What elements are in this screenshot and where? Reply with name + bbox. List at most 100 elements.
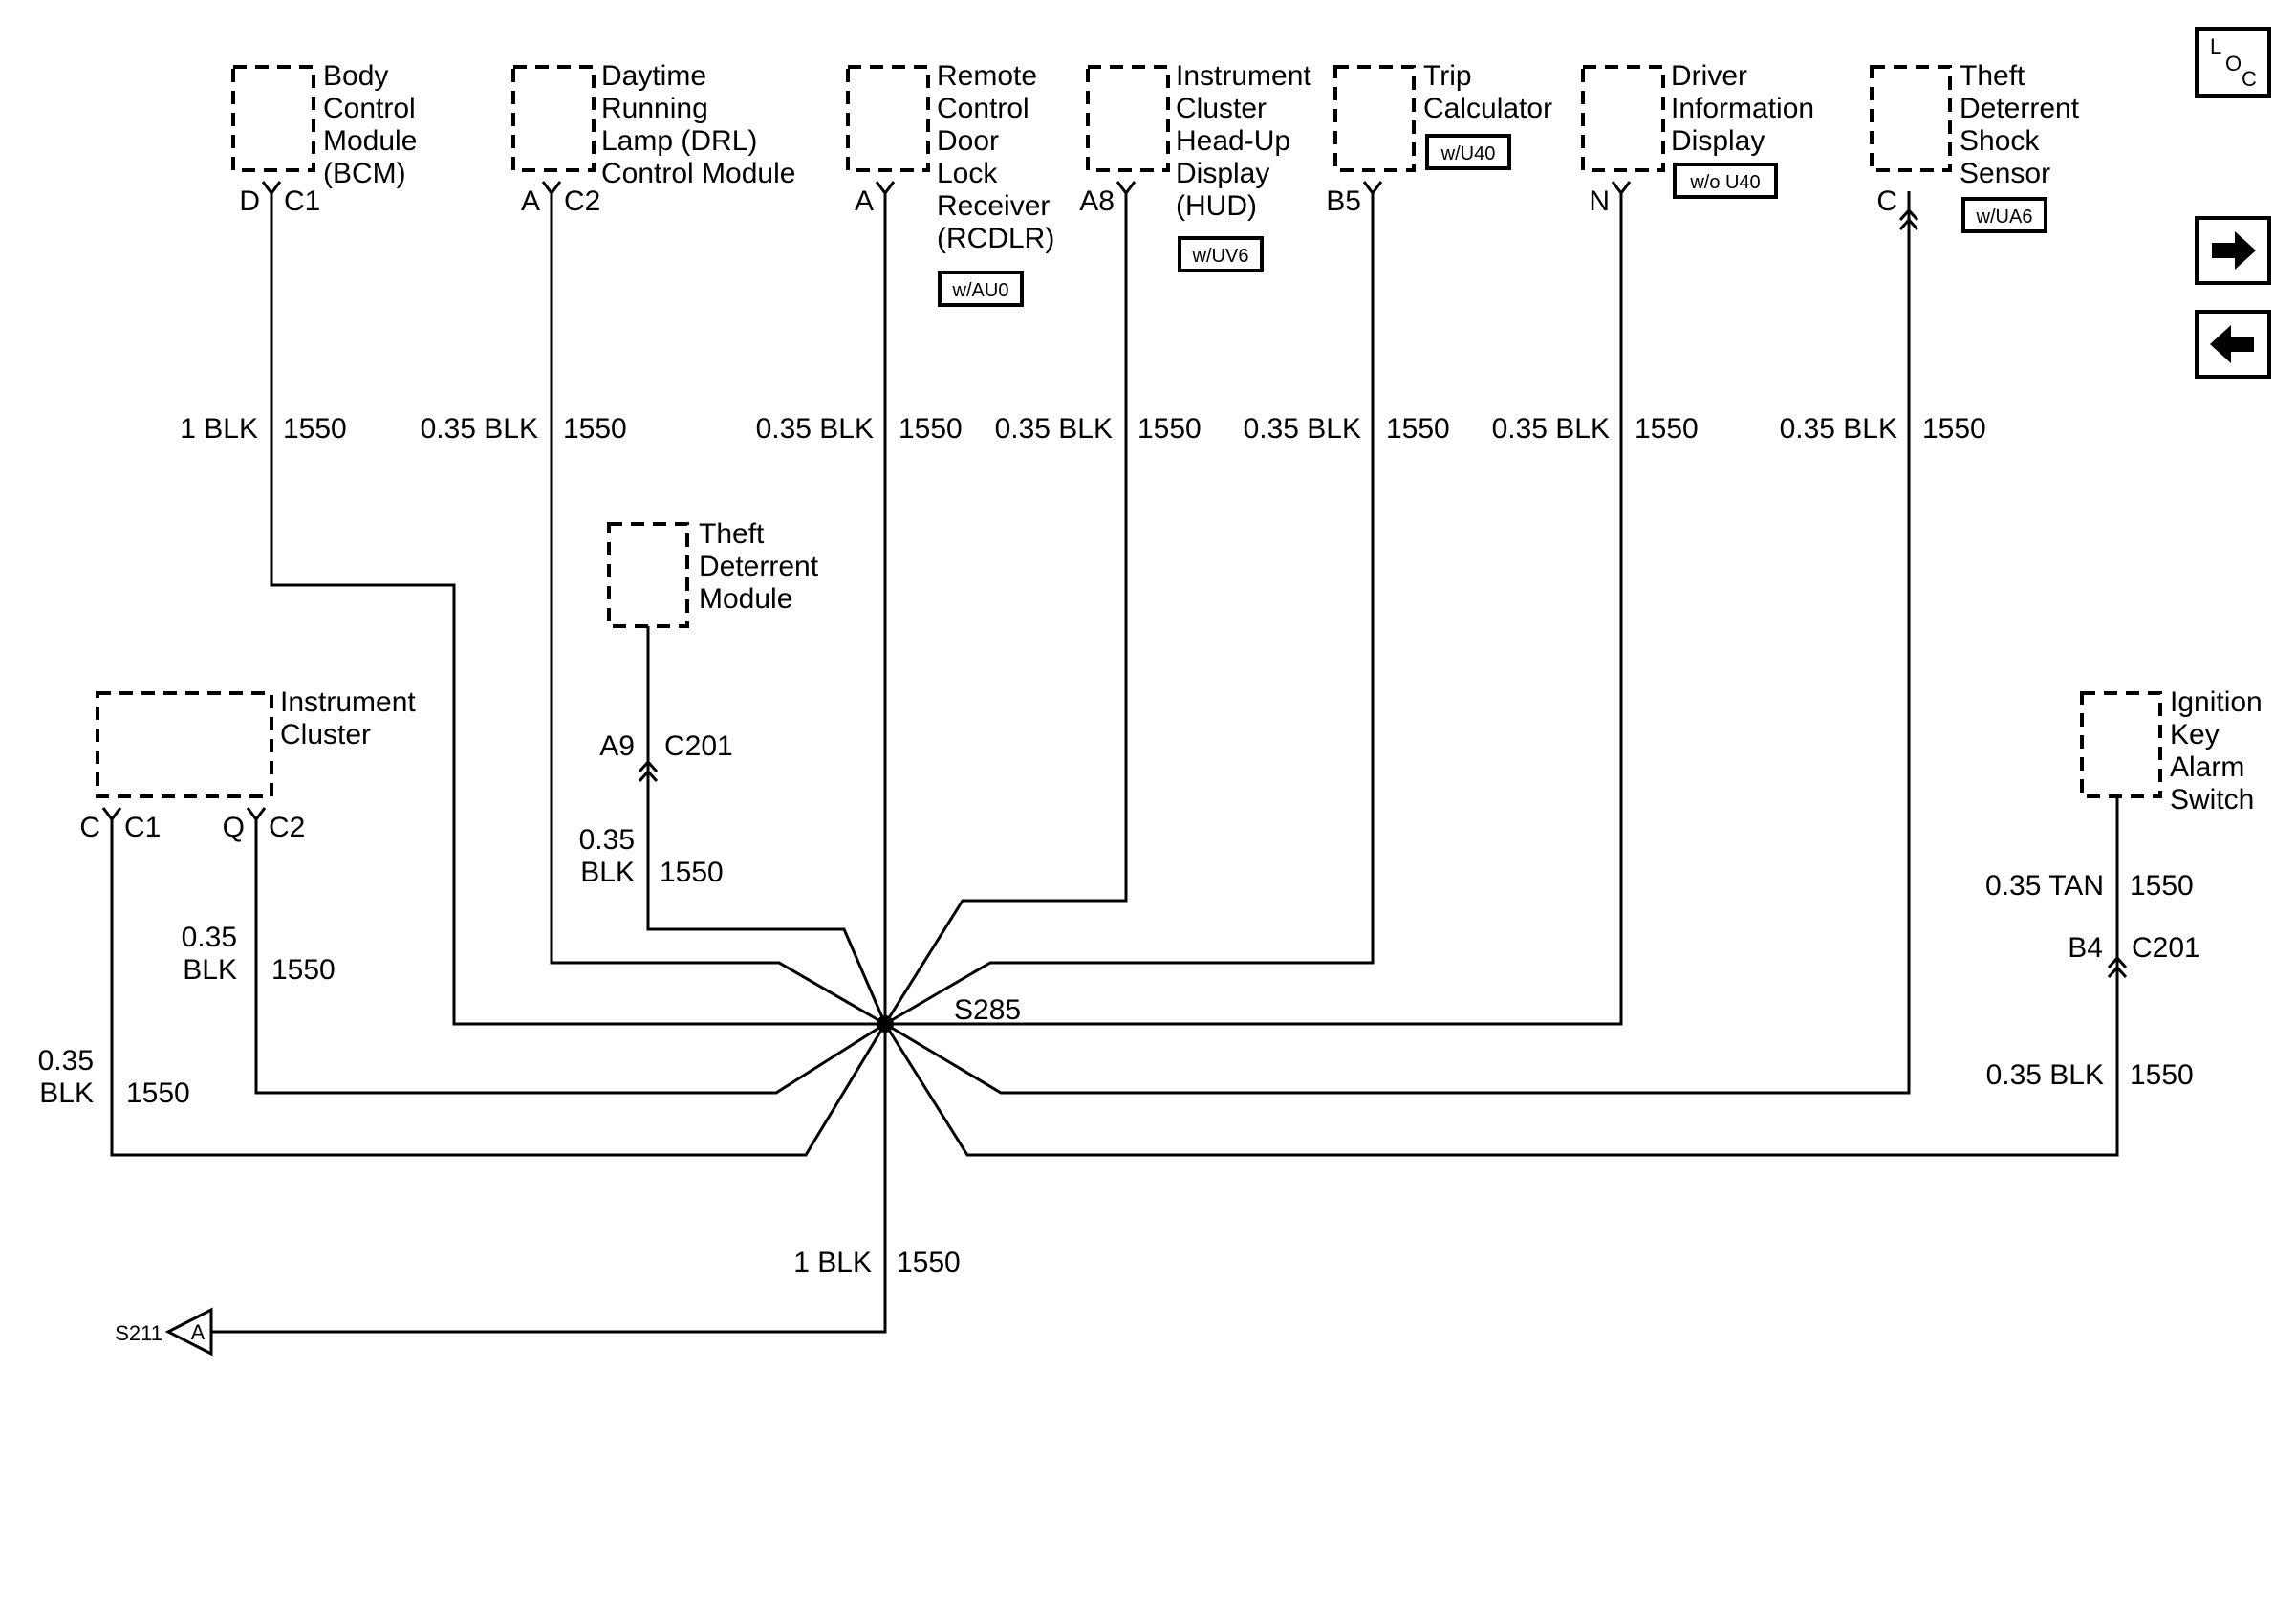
pin-symbol-hud bbox=[1116, 181, 1137, 196]
box-ignition bbox=[2080, 691, 2162, 798]
wire-drl bbox=[550, 191, 886, 1026]
pin-labels: D C1 A C2 A A8 B5 N C A9 C201 C C1 Q C2 … bbox=[79, 185, 2199, 964]
box-hud bbox=[1086, 65, 1170, 172]
wire-rcdlr-ground bbox=[205, 191, 887, 1334]
arrow-right-icon bbox=[2212, 231, 2256, 270]
arrow-left-icon bbox=[2210, 325, 2254, 363]
conn-ic-c2: C2 bbox=[269, 812, 305, 843]
label-tdm: Theft Deterrent Module bbox=[699, 518, 826, 615]
wire-circuit-tdm: 1550 bbox=[660, 857, 724, 888]
wire-color-ic-c1: BLK bbox=[39, 1077, 94, 1109]
label-rcdlr: Remote Control Door Lock Receiver (RCDLR… bbox=[937, 60, 1058, 254]
wire-circuit-dic: 1550 bbox=[1635, 413, 1699, 445]
wire-color-drl: 0.35 BLK bbox=[421, 413, 538, 445]
wire-circuit-ground: 1550 bbox=[897, 1247, 961, 1278]
loc-letter-l: L bbox=[2210, 34, 2221, 58]
wire-shock bbox=[884, 191, 1911, 1095]
loc-letter-c: C bbox=[2242, 67, 2257, 91]
wire-gauge-ic-c2: 0.35 bbox=[182, 922, 237, 953]
option-rcdlr: w/AU0 bbox=[952, 280, 1009, 301]
ground-ref-letter: A bbox=[191, 1320, 206, 1344]
wire-color-ic-c2: BLK bbox=[183, 954, 237, 986]
wire-hud bbox=[883, 191, 1128, 1025]
wire-color-shock: 0.35 BLK bbox=[1780, 413, 1897, 445]
label-ignition: Ignition Key Alarm Switch bbox=[2170, 686, 2270, 816]
component-boxes bbox=[96, 65, 2162, 798]
loc-button[interactable]: L O C bbox=[2195, 27, 2271, 98]
wire-trip bbox=[884, 191, 1375, 1026]
pin-symbol-shock bbox=[1898, 207, 1919, 231]
pin-symbol-ic-c1 bbox=[101, 807, 122, 822]
wire-tdm bbox=[646, 626, 887, 1025]
wire-color-rcdlr: 0.35 BLK bbox=[756, 413, 874, 445]
wire-circuit-trip: 1550 bbox=[1386, 413, 1450, 445]
ground-ref-splice: S211 bbox=[115, 1321, 162, 1345]
pin-ic-c2: Q bbox=[223, 812, 245, 843]
label-bcm: Body Control Module (BCM) bbox=[323, 60, 425, 189]
conn-ignition: C201 bbox=[2132, 932, 2200, 964]
wire-color-hud: 0.35 BLK bbox=[995, 413, 1113, 445]
wire-circuit-shock: 1550 bbox=[1922, 413, 1986, 445]
wire-dic bbox=[885, 191, 1623, 1026]
component-labels: Body Control Module (BCM) Daytime Runnin… bbox=[280, 60, 2270, 816]
next-page-button[interactable] bbox=[2195, 216, 2271, 285]
pin-shock: C bbox=[1876, 185, 1897, 217]
wire-gauge-ic-c1: 0.35 bbox=[38, 1045, 94, 1077]
wire-color-tdm: BLK bbox=[580, 857, 635, 888]
label-trip: Trip Calculator bbox=[1423, 60, 1552, 124]
wire-color-dic: 0.35 BLK bbox=[1492, 413, 1610, 445]
label-drl: Daytime Running Lamp (DRL) Control Modul… bbox=[601, 60, 795, 189]
wires bbox=[110, 191, 2119, 1334]
option-hud: w/UV6 bbox=[1192, 246, 1249, 267]
box-drl bbox=[511, 65, 596, 172]
ground-ref-triangle[interactable] bbox=[164, 1307, 213, 1357]
connector-symbols bbox=[101, 181, 2128, 979]
pin-symbol-tdm bbox=[638, 759, 659, 783]
pin-dic: N bbox=[1589, 185, 1610, 217]
label-hud: Instrument Cluster Head-Up Display (HUD) bbox=[1176, 60, 1319, 222]
pin-symbol-ignition bbox=[2107, 955, 2128, 979]
pin-ignition: B4 bbox=[2068, 932, 2103, 964]
wire-circuit-bcm: 1550 bbox=[283, 413, 347, 445]
box-rcdlr bbox=[846, 65, 930, 172]
box-trip bbox=[1333, 65, 1416, 172]
label-shock: Theft Deterrent Shock Sensor bbox=[1960, 60, 2087, 189]
wire-circuit-hud: 1550 bbox=[1137, 413, 1202, 445]
wire-circuit-rcdlr: 1550 bbox=[899, 413, 963, 445]
wire-color-trip: 0.35 BLK bbox=[1244, 413, 1361, 445]
pin-bcm: D bbox=[239, 185, 260, 217]
wire-color-bcm: 1 BLK bbox=[180, 413, 258, 445]
wire-circuit-ic-c2: 1550 bbox=[271, 954, 336, 986]
wire-color-ign-lower: 0.35 BLK bbox=[1986, 1059, 2104, 1091]
pin-ic-c1: C bbox=[79, 812, 100, 843]
loc-letter-o: O bbox=[2225, 52, 2242, 76]
pin-trip: B5 bbox=[1326, 185, 1361, 217]
option-trip: w/U40 bbox=[1440, 143, 1496, 164]
box-ic bbox=[96, 691, 273, 798]
wire-color-ign-upper: 0.35 TAN bbox=[1985, 870, 2104, 902]
wire-ic-c1 bbox=[110, 817, 887, 1157]
pin-drl: A bbox=[521, 185, 540, 217]
box-bcm bbox=[231, 65, 315, 172]
pin-symbol-ic-c2 bbox=[246, 807, 267, 822]
box-tdm bbox=[607, 522, 689, 628]
option-dic: w/o U40 bbox=[1689, 172, 1760, 193]
prev-page-button[interactable] bbox=[2195, 310, 2271, 379]
ground-reference[interactable]: A S211 bbox=[115, 1307, 213, 1357]
label-dic: Driver Information Display bbox=[1671, 60, 1822, 157]
pin-symbol-bcm bbox=[261, 181, 282, 196]
wire-ignition bbox=[883, 796, 2119, 1157]
pin-tdm: A9 bbox=[599, 730, 635, 762]
option-tags: w/AU0 w/UV6 w/U40 w/o U40 w/UA6 bbox=[938, 134, 2047, 307]
conn-tdm: C201 bbox=[664, 730, 733, 762]
splice-s285-label: S285 bbox=[954, 994, 1021, 1026]
pin-hud: A8 bbox=[1079, 185, 1115, 217]
conn-drl: C2 bbox=[564, 185, 600, 217]
wire-color-ground: 1 BLK bbox=[793, 1247, 872, 1278]
splice-s285-dot bbox=[877, 1015, 894, 1033]
wire-circuit-ign-upper: 1550 bbox=[2130, 870, 2194, 902]
conn-bcm: C1 bbox=[284, 185, 320, 217]
option-shock: w/UA6 bbox=[1976, 207, 2033, 228]
wire-circuit-ic-c1: 1550 bbox=[126, 1077, 190, 1109]
